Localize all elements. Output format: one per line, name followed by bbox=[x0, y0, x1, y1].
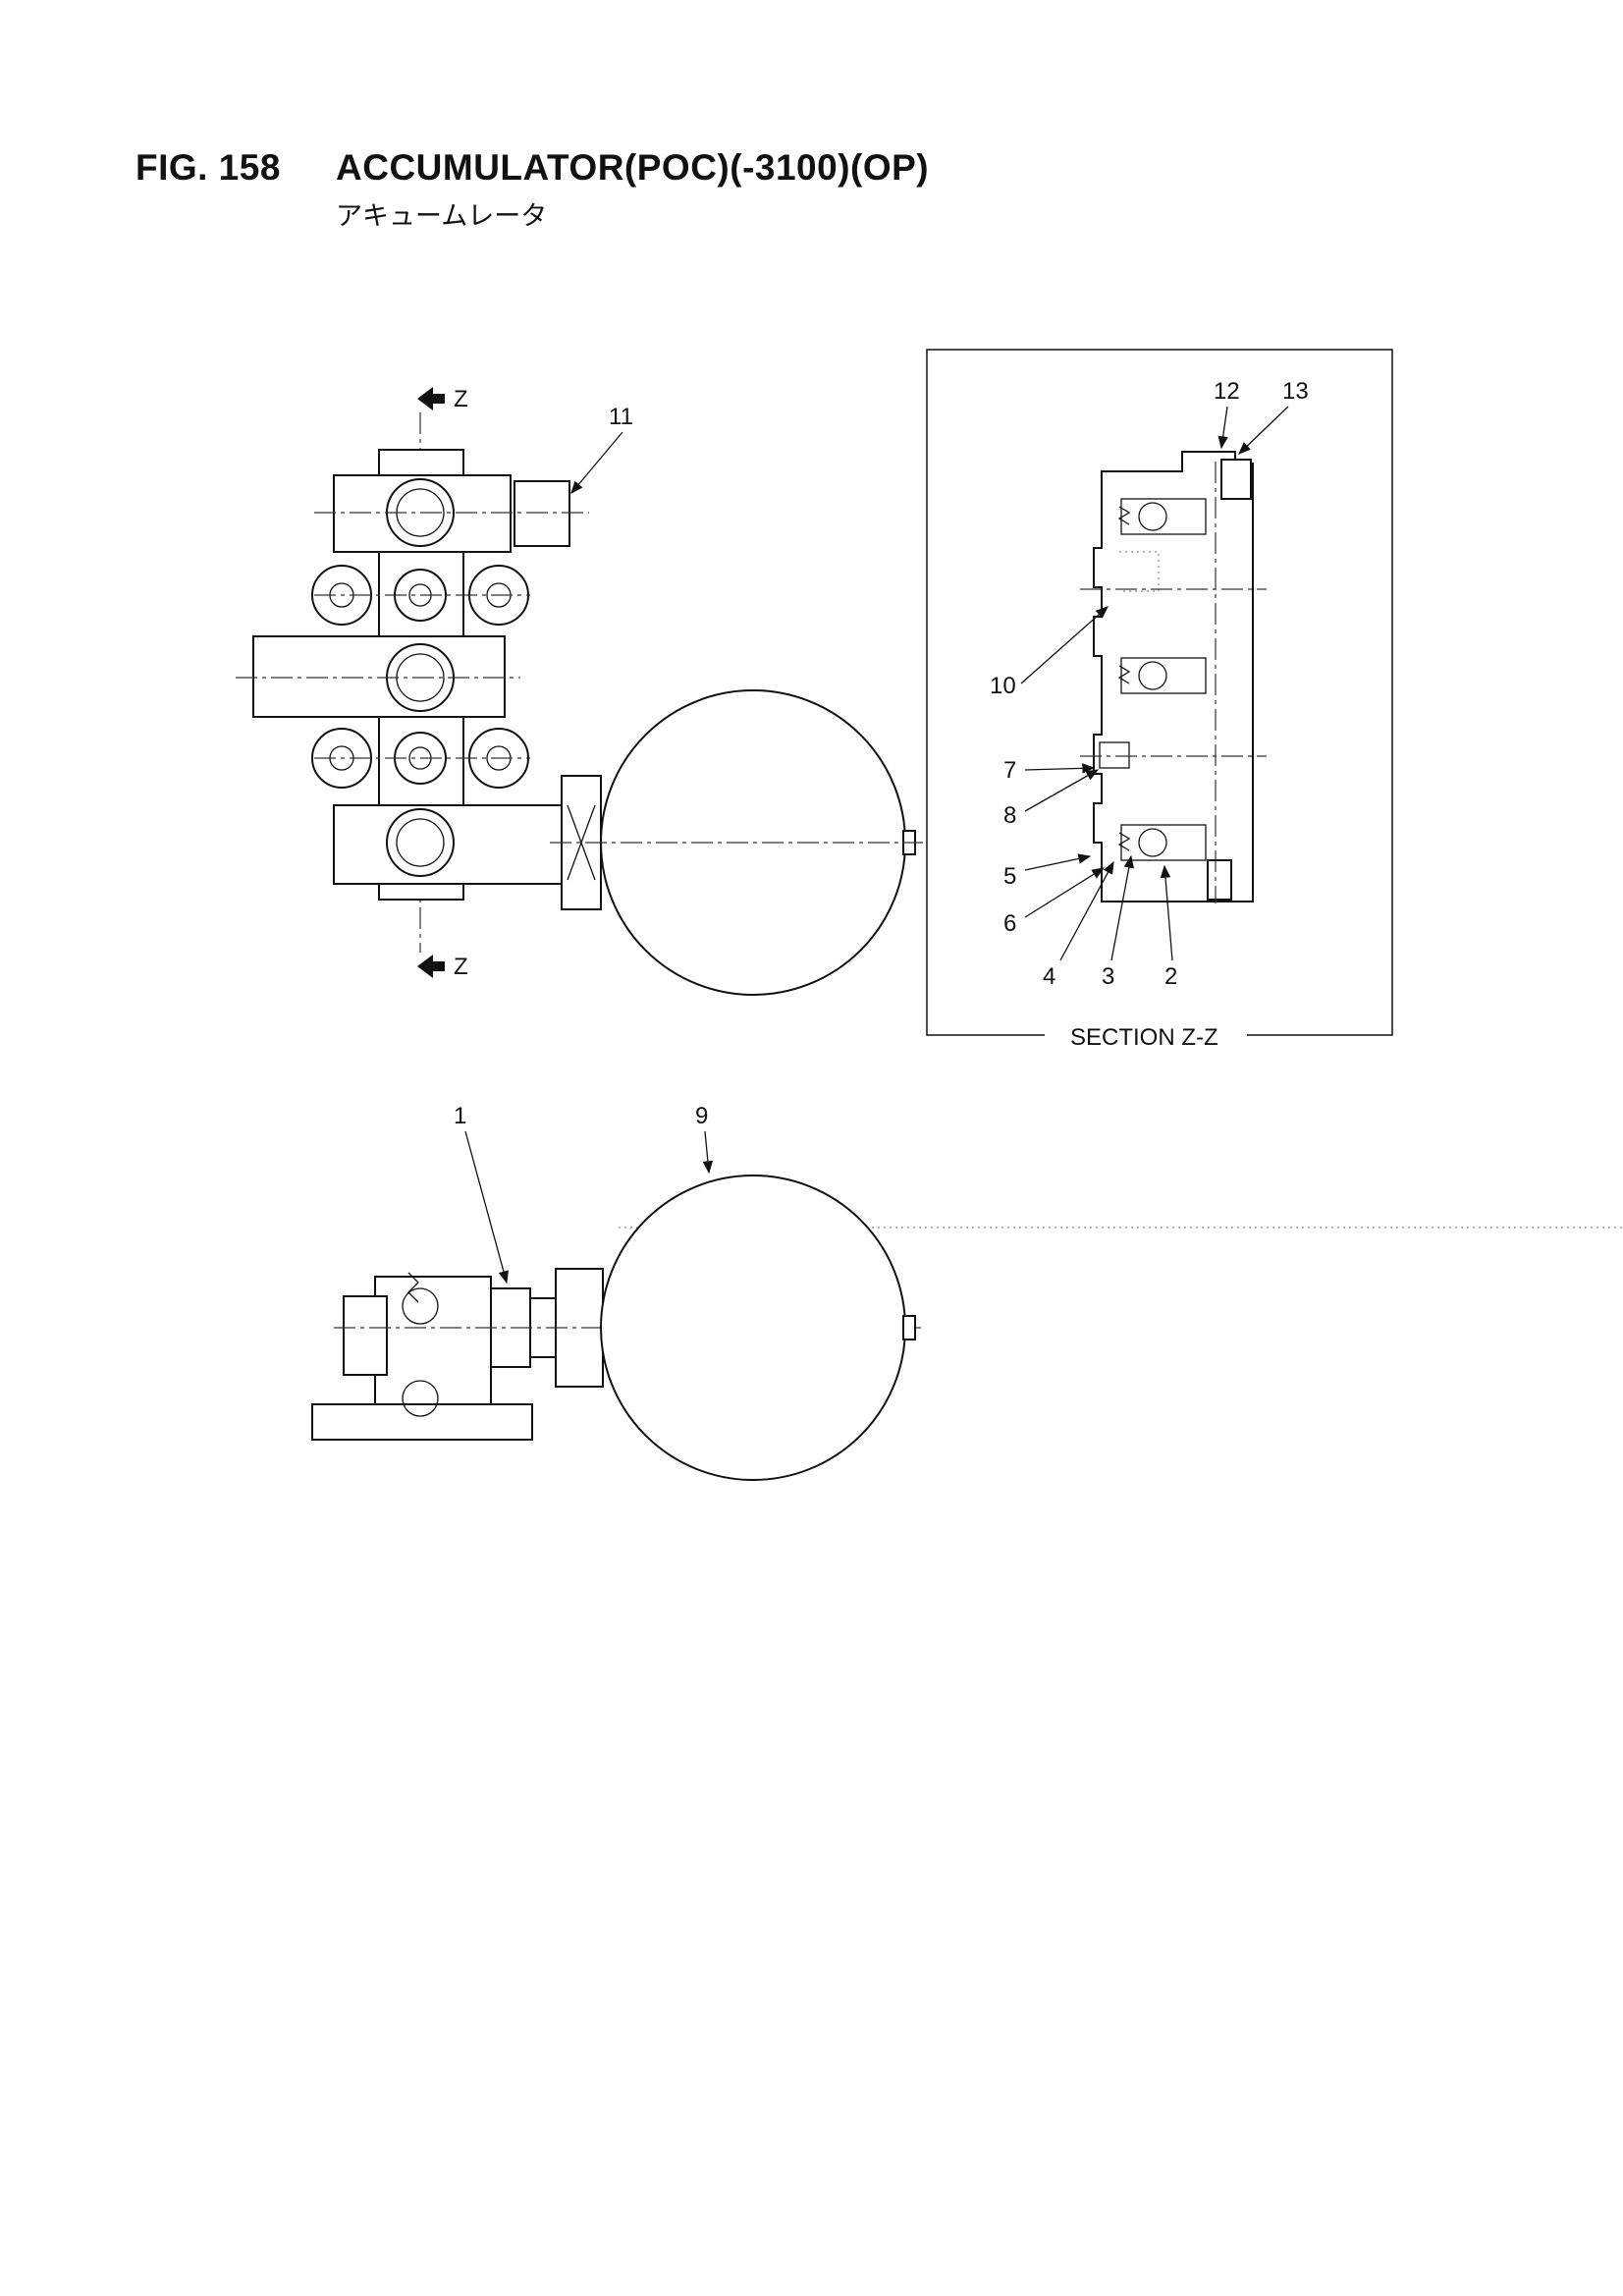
callout-4: 4 bbox=[1043, 860, 1114, 990]
callout-1: 1 bbox=[454, 1103, 509, 1285]
callout-11: 11 bbox=[570, 404, 633, 494]
svg-text:10: 10 bbox=[990, 673, 1016, 699]
callout-8: 8 bbox=[1003, 769, 1100, 829]
figure-number: FIG. 158 bbox=[135, 147, 281, 188]
svg-text:Z: Z bbox=[454, 954, 468, 980]
svg-text:2: 2 bbox=[1164, 963, 1177, 990]
side-view: 1 9 bbox=[311, 1103, 1623, 1481]
figure-title: FIG. 158 ACCUMULATOR(POC)(-3100)(OP) bbox=[135, 147, 929, 189]
svg-text:7: 7 bbox=[1003, 757, 1016, 784]
svg-text:8: 8 bbox=[1003, 802, 1016, 829]
section-label: SECTION Z-Z bbox=[1070, 1024, 1218, 1051]
svg-text:1: 1 bbox=[454, 1103, 466, 1129]
top-view: Z Z bbox=[236, 386, 923, 996]
callout-9: 9 bbox=[695, 1103, 714, 1175]
svg-text:6: 6 bbox=[1003, 910, 1016, 937]
manifold-block bbox=[236, 449, 589, 901]
svg-text:13: 13 bbox=[1282, 378, 1309, 405]
callout-5: 5 bbox=[1003, 853, 1092, 890]
figure-subtitle: アキュームレータ bbox=[336, 201, 548, 232]
callout-3: 3 bbox=[1102, 854, 1134, 990]
svg-text:4: 4 bbox=[1043, 963, 1055, 990]
section-arrow-bottom: Z bbox=[417, 954, 468, 980]
callout-2: 2 bbox=[1160, 864, 1177, 990]
section-view: SECTION Z-Z 12 13 10 bbox=[926, 349, 1393, 1051]
accumulator-top bbox=[550, 689, 923, 996]
figure-name: ACCUMULATOR(POC)(-3100)(OP) bbox=[336, 147, 930, 188]
svg-text:3: 3 bbox=[1102, 963, 1114, 990]
section-arrow-top: Z bbox=[417, 386, 468, 412]
callout-10: 10 bbox=[990, 606, 1109, 699]
svg-text:Z: Z bbox=[454, 386, 468, 412]
svg-text:9: 9 bbox=[695, 1103, 708, 1129]
callout-12: 12 bbox=[1214, 378, 1240, 450]
svg-text:11: 11 bbox=[609, 404, 633, 430]
callout-13: 13 bbox=[1238, 378, 1309, 455]
callout-6: 6 bbox=[1003, 867, 1106, 937]
svg-text:12: 12 bbox=[1214, 378, 1240, 405]
svg-text:5: 5 bbox=[1003, 863, 1016, 890]
callout-7: 7 bbox=[1003, 757, 1096, 784]
